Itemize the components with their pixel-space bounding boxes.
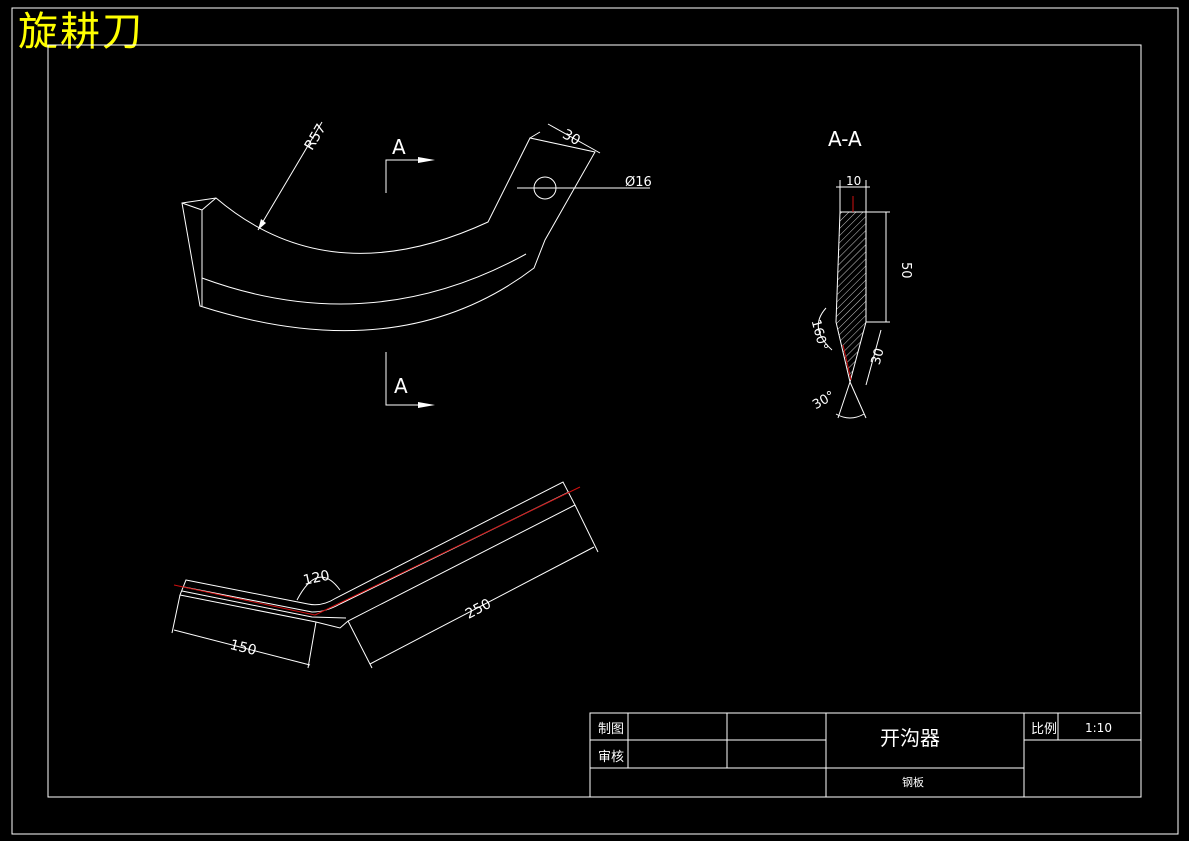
section-mark-top: A: [385, 135, 435, 193]
dim-hole: Ø16: [625, 175, 652, 190]
blade-side-view: R57 30 Ø16: [181, 121, 652, 332]
section-view: A-A 10 50 30 160° 30°: [808, 127, 913, 419]
scale-value: 1:10: [1085, 721, 1112, 735]
dim-thickness: 10: [846, 174, 861, 188]
label-scale: 比例: [1031, 722, 1057, 737]
section-mark-bottom: A: [385, 352, 435, 408]
part-name: 开沟器: [880, 726, 940, 750]
inner-frame: [47, 44, 1142, 798]
outer-frame: [11, 7, 1179, 835]
dim-bend-angle: 120: [302, 568, 331, 589]
blade-plan-view: 120 150 250: [171, 481, 599, 669]
dim-angle-wide: 160°: [808, 318, 831, 352]
section-view-title: A-A: [828, 127, 862, 151]
dim-angle-tip: 30°: [810, 388, 837, 413]
title-block: 制图 审核 开沟器 钢板 比例 1:10: [589, 712, 1142, 798]
label-checked: 审核: [598, 750, 624, 765]
dim-long: 250: [463, 596, 494, 623]
dim-width: 30: [560, 126, 583, 149]
dim-tip: 30: [869, 347, 888, 367]
dim-length: 50: [898, 262, 913, 279]
label-drawn: 制图: [598, 722, 624, 737]
section-mark-top-label: A: [392, 135, 406, 159]
material: 钢板: [902, 775, 924, 789]
dim-short: 150: [228, 637, 258, 659]
dim-radius: R57: [302, 121, 330, 153]
section-mark-bottom-label: A: [394, 374, 408, 398]
